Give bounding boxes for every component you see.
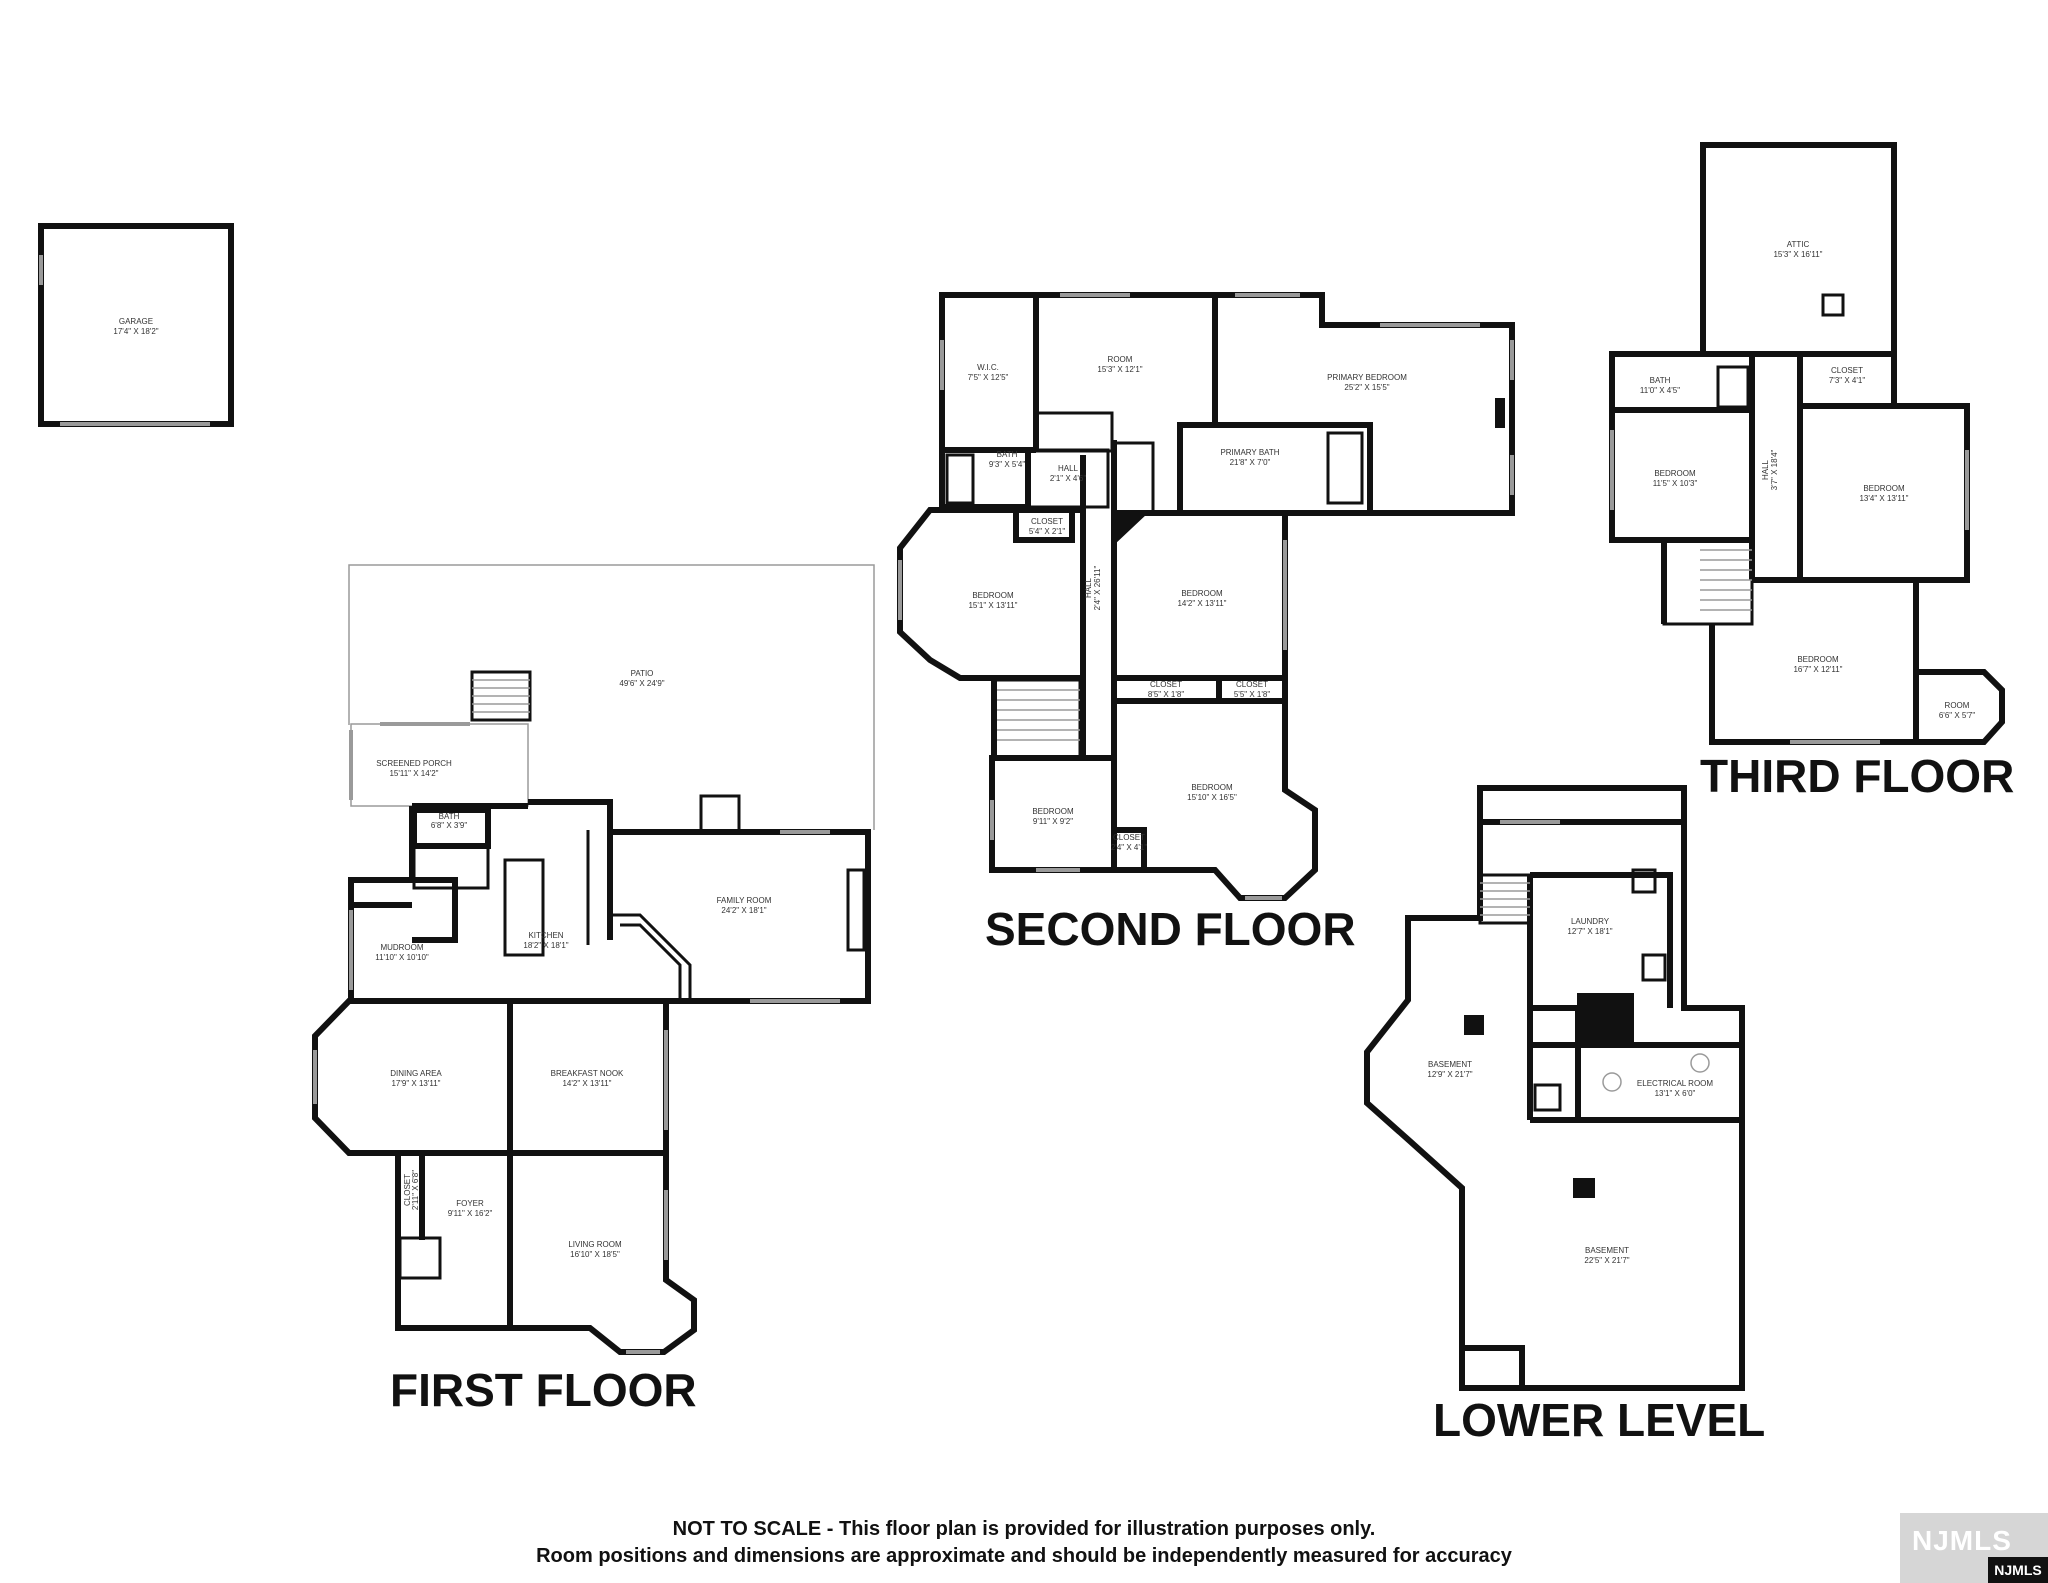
room-second-name: ROOM (1108, 355, 1133, 364)
bedroom-second-d-dim: 15'10" X 16'5" (1187, 793, 1237, 802)
wic-dim: 7'5" X 12'5" (968, 373, 1009, 382)
first-floor-plan: PATIO 49'6" X 24'9" SCREENED PORCH 15'11… (312, 564, 875, 1355)
closet-first-name: CLOSET (403, 1174, 412, 1206)
closet-second-b-dim: 8'5" X 1'8" (1148, 690, 1184, 699)
mudroom-name: MUDROOM (380, 943, 423, 952)
bedroom-second-c-dim: 9'11" X 9'2" (1033, 817, 1073, 826)
bedroom-third-a-dim: 11'5" X 10'3" (1653, 479, 1698, 488)
bath-first-name: BATH (439, 812, 460, 821)
closet-third-dim: 7'3" X 4'1" (1829, 376, 1865, 385)
closet-first-dim: 2'11" X 6'8" (411, 1170, 420, 1210)
breakfast-nook-dim: 14'2" X 13'11" (562, 1079, 611, 1088)
primary-bedroom-dim: 25'2" X 15'5" (1344, 383, 1389, 392)
primary-bath-dim: 21'8" X 7'0" (1230, 458, 1271, 467)
hall-second-name: HALL (1084, 577, 1093, 598)
room-second-dim: 15'3" X 12'1" (1097, 365, 1142, 374)
bedroom-second-b-name: BEDROOM (1181, 589, 1223, 598)
hall-second-small-dim: 2'1" X 4'6" (1050, 474, 1086, 483)
kitchen-dim: 18'2" X 18'1" (523, 941, 568, 950)
third-floor-plan: ATTIC 15'3" X 16'11" BATH 11'0" X 4'5" C… (1609, 142, 2005, 745)
garage-dim: 17'4" X 18'2" (113, 327, 158, 336)
bedroom-second-a-name: BEDROOM (972, 591, 1014, 600)
disclaimer: NOT TO SCALE - This floor plan is provid… (0, 1516, 2048, 1570)
attic-name: ATTIC (1787, 240, 1810, 249)
closet-second-c-name: CLOSET (1236, 680, 1268, 689)
dining-area-dim: 17'9" X 13'11" (391, 1079, 440, 1088)
room-third-dim: 6'6" X 5'7" (1939, 711, 1975, 720)
foyer-name: FOYER (456, 1199, 484, 1208)
patio-dim: 49'6" X 24'9" (619, 679, 664, 688)
bath-first-dim: 6'8" X 3'9" (431, 821, 467, 830)
wic-name: W.I.C. (977, 363, 999, 372)
closet-second-d-name: CLOSET (1113, 833, 1145, 842)
bedroom-second-d-name: BEDROOM (1191, 783, 1233, 792)
hall-second-dim: 2'4" X 26'11" (1093, 566, 1102, 611)
second-floor-title: SECOND FLOOR (985, 903, 1356, 955)
laundry-dim: 12'7" X 18'1" (1567, 927, 1612, 936)
hall-third-dim: 3'7" X 18'4" (1770, 449, 1779, 490)
screened-porch-dim: 15'11" X 14'2" (389, 769, 438, 778)
living-room-dim: 16'10" X 18'5" (570, 1250, 620, 1259)
first-floor-title: FIRST FLOOR (390, 1364, 697, 1416)
kitchen-name: KITCHEN (528, 931, 563, 940)
bedroom-second-a-dim: 15'1" X 13'11" (968, 601, 1017, 610)
living-room-name: LIVING ROOM (568, 1240, 622, 1249)
patio-name: PATIO (631, 669, 654, 678)
screened-porch-name: SCREENED PORCH (376, 759, 452, 768)
disclaimer-line-2: Room positions and dimensions are approx… (536, 1545, 1512, 1567)
electrical-room-name: ELECTRICAL ROOM (1637, 1079, 1713, 1088)
laundry-name: LAUNDRY (1571, 917, 1610, 926)
disclaimer-line-1: NOT TO SCALE - This floor plan is provid… (672, 1518, 1376, 1540)
primary-bath-name: PRIMARY BATH (1220, 448, 1279, 457)
bath-second-name: BATH (997, 450, 1018, 459)
dining-area-name: DINING AREA (390, 1069, 442, 1078)
closet-second-c-dim: 5'5" X 1'8" (1234, 690, 1270, 699)
attic-dim: 15'3" X 16'11" (1773, 250, 1822, 259)
garage-name: GARAGE (119, 317, 153, 326)
breakfast-nook-name: BREAKFAST NOOK (551, 1069, 624, 1078)
bedroom-third-a-name: BEDROOM (1654, 469, 1696, 478)
basement-a-dim: 12'9" X 21'7" (1427, 1070, 1472, 1079)
basement-a-name: BASEMENT (1428, 1060, 1472, 1069)
foyer-dim: 9'11" X 16'2" (448, 1209, 493, 1218)
closet-second-b-name: CLOSET (1150, 680, 1182, 689)
bedroom-third-b-name: BEDROOM (1863, 484, 1905, 493)
second-floor-plan: W.I.C. 7'5" X 12'5" ROOM 15'3" X 12'1" P… (897, 292, 1515, 901)
bedroom-second-b-dim: 14'2" X 13'11" (1177, 599, 1226, 608)
garage-plan: GARAGE 17'4" X 18'2" (38, 223, 234, 427)
bath-second-dim: 9'3" X 5'4" (989, 460, 1025, 469)
family-room-name: FAMILY ROOM (717, 896, 772, 905)
bedroom-third-c-dim: 16'7" X 12'11" (1793, 665, 1842, 674)
basement-b-name: BASEMENT (1585, 1246, 1629, 1255)
lower-level-title: LOWER LEVEL (1433, 1394, 1765, 1446)
family-room-dim: 24'2" X 18'1" (721, 906, 766, 915)
electrical-room-dim: 13'1" X 6'0" (1655, 1089, 1696, 1098)
njmls-logo: NJMLS NJMLS (1900, 1513, 2048, 1583)
bedroom-third-c-name: BEDROOM (1797, 655, 1839, 664)
bath-third-name: BATH (1650, 376, 1671, 385)
basement-b-dim: 22'5" X 21'7" (1584, 1256, 1629, 1265)
primary-bedroom-name: PRIMARY BEDROOM (1327, 373, 1407, 382)
logo-badge: NJMLS (1988, 1557, 2048, 1583)
hall-second-small-name: HALL (1058, 464, 1079, 473)
closet-second-a-name: CLOSET (1031, 517, 1063, 526)
bedroom-second-c-name: BEDROOM (1032, 807, 1074, 816)
bath-third-dim: 11'0" X 4'5" (1640, 386, 1680, 395)
bedroom-third-b-dim: 13'4" X 13'11" (1859, 494, 1908, 503)
closet-third-name: CLOSET (1831, 366, 1863, 375)
room-third-name: ROOM (1945, 701, 1970, 710)
logo-text: NJMLS (1912, 1525, 2012, 1556)
closet-second-a-dim: 5'4" X 2'1" (1029, 527, 1065, 536)
hall-third-name: HALL (1761, 459, 1770, 480)
lower-level-plan: LAUNDRY 12'7" X 18'1" BASEMENT 12'9" X 2… (1364, 785, 1745, 1391)
third-floor-title: THIRD FLOOR (1700, 750, 2014, 802)
closet-second-d-dim: 2'4" X 4'1" (1111, 843, 1147, 852)
mudroom-dim: 11'10" X 10'10" (375, 953, 429, 962)
